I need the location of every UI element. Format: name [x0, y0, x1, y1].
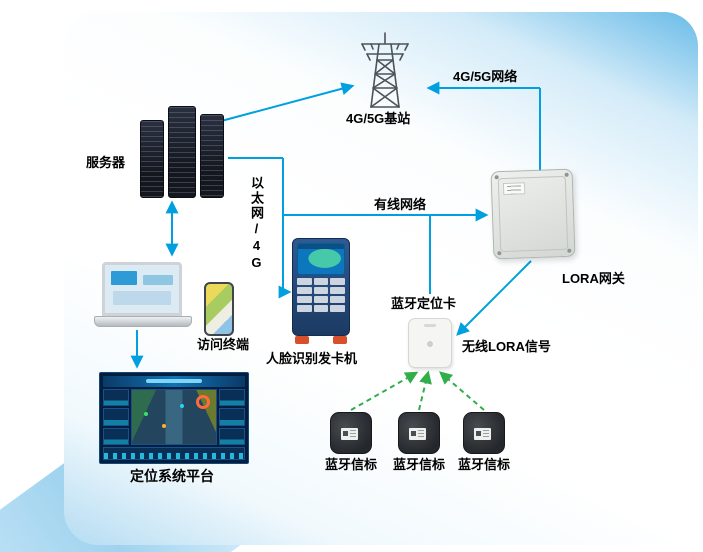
platform-widget: [219, 427, 245, 445]
qr-icon: [411, 431, 416, 436]
sticker-text-lines: [483, 430, 489, 438]
platform-widget: [219, 408, 245, 426]
cellular-link-label: 4G/5G网络: [453, 69, 518, 84]
map-dot: [144, 412, 148, 416]
server-rack: [200, 114, 224, 198]
qr-icon: [476, 431, 481, 436]
screw-icon: [497, 251, 502, 256]
beacon-sticker: [341, 428, 358, 440]
base-station-label: 4G/5G基站: [346, 111, 411, 126]
face-card-machine-body: [292, 238, 350, 336]
machine-foot: [333, 336, 347, 344]
machine-foot: [295, 336, 309, 344]
phone: [204, 282, 234, 336]
platform-screenshot: [99, 372, 249, 464]
ble-beacon: [330, 412, 372, 454]
server-rack: [140, 120, 164, 198]
terminal-label: 访问终端: [197, 337, 250, 352]
card-button: [427, 341, 433, 347]
laptop-map-block: [143, 275, 173, 285]
wired-link-label: 有线网络: [374, 197, 427, 212]
beacon-sticker: [409, 428, 426, 440]
platform-map: [131, 389, 217, 445]
server-racks: [140, 106, 226, 198]
platform-widget: [103, 427, 129, 445]
cell-tower: [352, 30, 418, 110]
sticker-text-lines: [350, 430, 356, 438]
platform-widget: [103, 408, 129, 426]
lora-gateway-device: [490, 168, 576, 260]
beacon-label: 蓝牙信标: [325, 457, 378, 472]
screw-icon: [567, 248, 572, 253]
ethernet-link-label: 以太网/4G: [248, 176, 264, 272]
platform-bar-chart: [103, 447, 245, 460]
ble-card-label: 蓝牙定位卡: [391, 296, 457, 311]
ble-beacon: [398, 412, 440, 454]
platform-header: [103, 376, 245, 387]
cell-tower-icon: [361, 32, 409, 108]
laptop-base: [94, 316, 192, 327]
map-dot: [180, 404, 184, 408]
platform-title-bar: [146, 379, 202, 383]
face-card-machine: [292, 238, 350, 344]
screw-icon: [564, 172, 569, 177]
server-label: 服务器: [86, 155, 126, 170]
ble-card-device: [408, 318, 452, 368]
beacon-label: 蓝牙信标: [393, 457, 446, 472]
gateway-label: LORA网关: [562, 271, 625, 286]
sticker-text-lines: [418, 430, 424, 438]
face-card-machine-screen: [297, 243, 345, 275]
platform-left-widgets: [103, 389, 129, 445]
platform-right-widgets: [219, 389, 245, 445]
laptop-map-block: [113, 291, 171, 305]
laptop-screen: [102, 262, 182, 316]
gateway-sticker: [502, 182, 526, 196]
map-dot: [162, 424, 166, 428]
platform-widget: [219, 389, 245, 407]
platform-widget: [103, 389, 129, 407]
face-machine-label: 人脸识别发卡机: [266, 351, 358, 366]
ble-beacon: [463, 412, 505, 454]
qr-icon: [343, 431, 348, 436]
beacon-label: 蓝牙信标: [458, 457, 511, 472]
laptop-map-block: [111, 271, 137, 285]
platform-label: 定位系统平台: [130, 468, 214, 484]
gauge-ring: [196, 395, 210, 409]
server-rack: [168, 106, 196, 198]
platform-body: [103, 389, 245, 445]
lanyard-slot: [424, 324, 436, 327]
lora-signal-label: 无线LORA信号: [462, 339, 551, 354]
card-slots: [297, 278, 345, 312]
beacon-sticker: [474, 428, 491, 440]
